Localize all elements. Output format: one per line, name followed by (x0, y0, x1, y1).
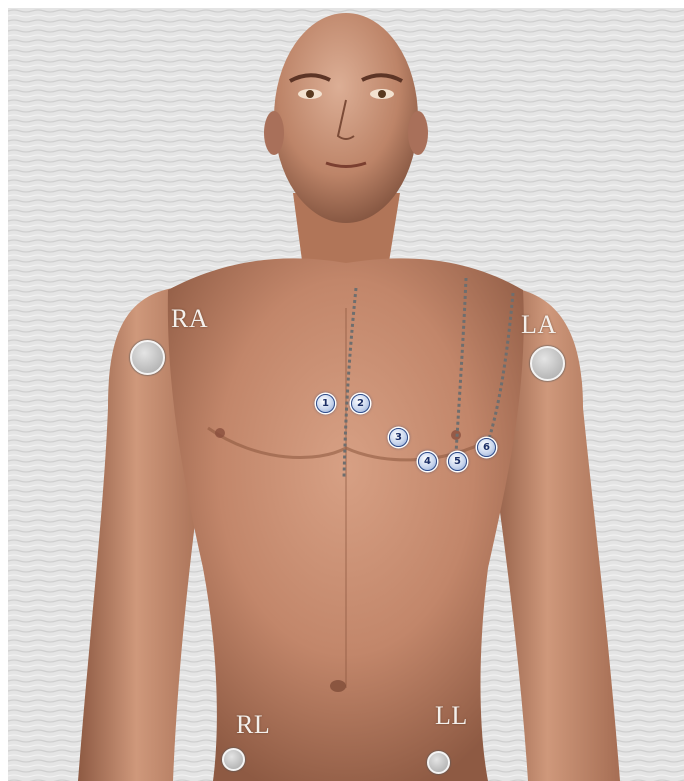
torso-illustration (8, 8, 684, 781)
navel (330, 680, 346, 692)
right-nipple (215, 428, 225, 438)
left-pupil (378, 90, 386, 98)
electrode-v3[interactable]: 3 (389, 428, 408, 447)
lead-label-la: LA (521, 310, 557, 340)
right-pupil (306, 90, 314, 98)
lead-label-rl: RL (236, 710, 270, 740)
electrode-ra[interactable] (130, 340, 165, 375)
electrode-la[interactable] (530, 346, 565, 381)
left-ear (408, 111, 428, 155)
electrode-v6[interactable]: 6 (477, 438, 496, 457)
lead-label-ll: LL (435, 701, 468, 731)
lead-label-ra: RA (171, 304, 208, 334)
electrode-ll[interactable] (427, 751, 450, 774)
electrode-v5[interactable]: 5 (448, 452, 467, 471)
right-ear (264, 111, 284, 155)
electrode-v4[interactable]: 4 (418, 452, 437, 471)
electrode-v1[interactable]: 1 (316, 394, 335, 413)
ecg-electrode-diagram: RA LA RL LL 1 2 3 4 5 6 (8, 8, 684, 781)
electrode-v2[interactable]: 2 (351, 394, 370, 413)
head (274, 13, 418, 223)
electrode-rl[interactable] (222, 748, 245, 771)
